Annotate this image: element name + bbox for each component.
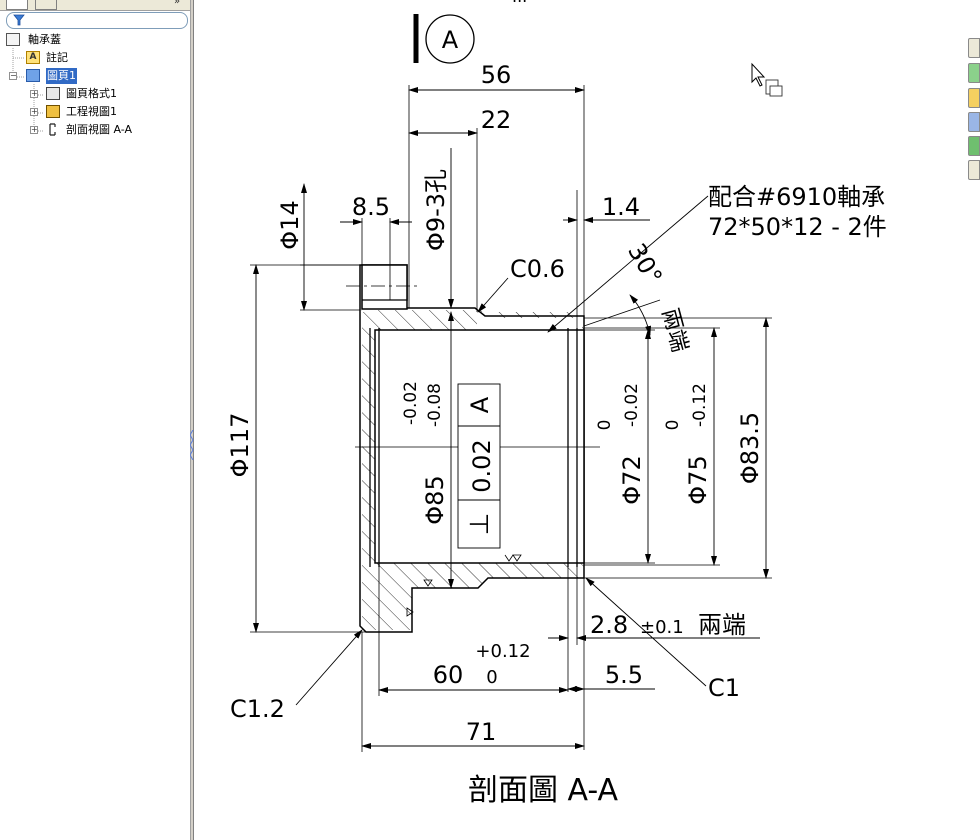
angle-ext-line (583, 299, 661, 327)
dim-8-5: 8.5 (352, 193, 390, 221)
drawing-view-icon (46, 105, 60, 118)
dim-75: Φ75 (684, 455, 712, 504)
section-hatch-bottom (362, 563, 584, 630)
tab-feature-manager[interactable] (6, 0, 28, 10)
dim-c1-2: C1.2 (230, 695, 285, 723)
mouse-pointer-icon (751, 62, 783, 97)
dim-hole-callout: Φ9-3孔 (422, 169, 450, 251)
dim-2-8-tol: ±0.1 (640, 617, 684, 638)
collapse-icon[interactable]: − (9, 71, 17, 80)
tree-filter-input[interactable] (6, 12, 188, 29)
expand-panel-icon[interactable]: » (174, 0, 181, 7)
dim-72-tol-upper: 0 (595, 420, 615, 431)
gtol-datum: A (466, 396, 494, 413)
surface-finish-symbol (406, 607, 414, 617)
filter-icon (13, 14, 25, 26)
section-marker-circle (425, 14, 475, 64)
feature-tree-panel: » 軸承蓋 A 註記 − 圖頁1 + 圖頁格式1 + 工程視圖1 + 剖面視圖 … (0, 0, 190, 840)
dim-72-tol-lower: -0.02 (622, 383, 642, 427)
chamfer-leader (585, 577, 707, 687)
chamfer-leader (477, 277, 509, 313)
tab-property-manager[interactable] (35, 0, 57, 10)
dim-c1: C1 (708, 674, 740, 702)
dim-71: 71 (466, 718, 497, 746)
expand-icon[interactable]: + (30, 89, 38, 98)
drawing-document-icon (6, 33, 20, 46)
bearing-note-line2: 72*50*12 - 2件 (708, 213, 887, 241)
view-title-partial: ... (512, 0, 527, 6)
dim-14: Φ14 (276, 200, 304, 249)
gtol-frame (457, 383, 501, 549)
surface-finish-symbol (504, 554, 522, 562)
dim-c0-6: C0.6 (510, 255, 565, 283)
section-view-title: 剖面圖 A-A (468, 773, 619, 808)
dim-2-8: 2.8 (590, 611, 628, 639)
dim-60: 60 (433, 661, 464, 689)
mounting-hole (361, 264, 408, 310)
tree-item-section-view-label: 剖面視圖 A-A (66, 123, 133, 136)
gtol-tolerance: 0.02 (468, 439, 496, 492)
tree-item-sheet-format-label: 圖頁格式1 (66, 87, 117, 100)
sheet-icon (26, 69, 40, 82)
tree-item-root-label: 軸承蓋 (28, 33, 61, 46)
dim-117: Φ117 (226, 413, 254, 478)
dim-85-tol-lower: -0.08 (425, 383, 445, 427)
dim-72: Φ72 (618, 455, 646, 504)
tree-connector-lines (12, 48, 44, 132)
section-view-icon (49, 123, 56, 136)
section-hatch-top (360, 310, 584, 330)
dim-85-tol-upper: -0.02 (401, 381, 421, 425)
dim-60-tol-upper: +0.12 (475, 641, 530, 662)
section-marker-label: A (442, 26, 459, 54)
sheet-format-icon (46, 87, 60, 100)
dim-1-4: 1.4 (602, 193, 640, 221)
gtol-perpendicularity-icon: ⊥ (465, 513, 495, 536)
panel-tab-bar: » (0, 0, 190, 11)
tree-item-drawing-view-label: 工程視圖1 (66, 105, 117, 118)
tree-item-annotations-label: 註記 (46, 51, 68, 64)
dim-angle: 30° (622, 239, 668, 290)
dim-angle-note: 兩端 (657, 306, 693, 355)
panel-splitter[interactable] (190, 0, 194, 840)
dim-75-tol-lower: -0.12 (690, 383, 710, 427)
annotations-folder-icon: A (26, 51, 40, 64)
section-hatch-left (362, 312, 375, 563)
chamfer-leader (295, 629, 363, 706)
dim-56: 56 (481, 61, 512, 89)
angle-arc (629, 294, 652, 336)
dim-83-5: Φ83.5 (736, 412, 764, 484)
dim-60-tol-lower: 0 (486, 667, 497, 688)
dim-5-5: 5.5 (605, 661, 643, 689)
dim-2-8-note: 兩端 (698, 611, 746, 639)
bearing-note-leader (547, 195, 709, 333)
bearing-note-line1: 配合#6910軸承 (708, 183, 885, 211)
dim-75-tol-upper: 0 (663, 420, 683, 431)
expand-icon[interactable]: + (30, 125, 38, 134)
tree-item-sheet-label: 圖頁1 (46, 68, 77, 84)
dim-85: Φ85 (421, 475, 449, 524)
splitter-grip-icon (190, 430, 194, 460)
dim-22: 22 (481, 106, 512, 134)
expand-icon[interactable]: + (30, 107, 38, 116)
surface-finish-symbol (423, 579, 433, 587)
